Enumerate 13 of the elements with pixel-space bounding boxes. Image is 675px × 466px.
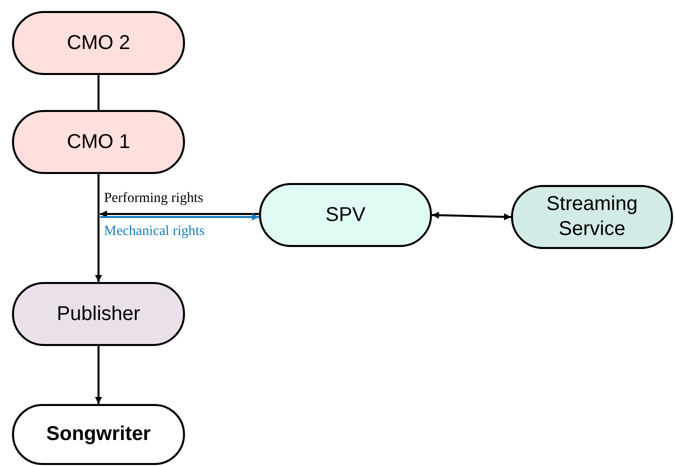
- node-label: Songwriter: [46, 422, 151, 447]
- arrow: [100, 210, 259, 218]
- node-label: CMO 1: [66, 130, 130, 154]
- node-label: Streaming Service: [545, 192, 639, 242]
- edge-label: Mechanical rights: [103, 224, 206, 240]
- node-label: Publisher: [56, 302, 140, 326]
- arrow: [432, 212, 512, 220]
- arrow: [95, 346, 102, 404]
- edge-label: Performing rights: [103, 191, 204, 207]
- arrow: [100, 214, 259, 220]
- node-label: CMO 2: [66, 30, 130, 56]
- node-label: SPV: [325, 202, 366, 228]
- arrow: [95, 174, 102, 282]
